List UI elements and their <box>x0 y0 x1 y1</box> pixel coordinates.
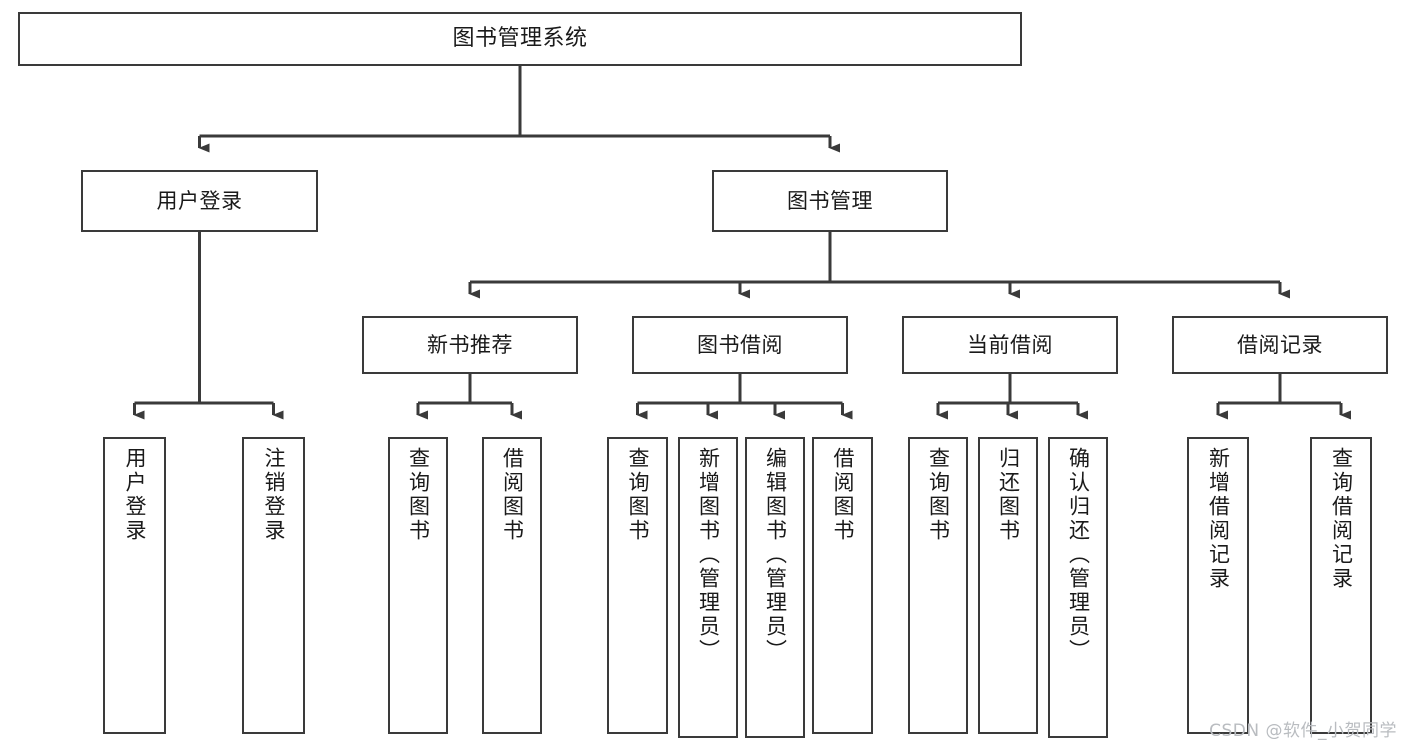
node-l_return[interactable]: 归还图书 <box>978 437 1038 734</box>
node-l_querybook1[interactable]: 查询图书 <box>388 437 448 734</box>
node-label: 注销登录 <box>262 447 286 543</box>
node-newbook[interactable]: 新书推荐 <box>362 316 578 374</box>
node-label: 查询借阅记录 <box>1329 447 1354 591</box>
node-label: 新增借阅记录 <box>1206 447 1231 591</box>
node-borrow[interactable]: 图书借阅 <box>632 316 848 374</box>
node-label: 借阅图书 <box>500 447 525 543</box>
node-l_borrowbk1[interactable]: 借阅图书 <box>482 437 542 734</box>
node-l_editbook[interactable]: 编辑图书（管理员） <box>745 437 805 738</box>
node-label: 查询图书 <box>926 447 951 543</box>
node-records[interactable]: 借阅记录 <box>1172 316 1388 374</box>
node-bookmgmt[interactable]: 图书管理 <box>712 170 948 232</box>
node-label: 查询图书 <box>406 447 431 543</box>
node-label: 图书借阅 <box>697 332 783 357</box>
node-label: 归还图书 <box>996 447 1021 543</box>
node-l_addbook[interactable]: 新增图书（管理员） <box>678 437 738 738</box>
node-label: 用户登录 <box>156 188 243 213</box>
node-label: 新增图书（管理员） <box>696 447 721 663</box>
node-current[interactable]: 当前借阅 <box>902 316 1118 374</box>
node-label: 确认归还（管理员） <box>1066 447 1091 663</box>
node-label: 借阅记录 <box>1237 332 1323 357</box>
node-root[interactable]: 图书管理系统 <box>18 12 1022 66</box>
node-label: 当前借阅 <box>967 332 1053 357</box>
node-label: 图书管理 <box>787 188 873 213</box>
node-l_queryrec[interactable]: 查询借阅记录 <box>1310 437 1372 734</box>
node-label: 图书管理系统 <box>452 26 588 52</box>
node-l_borrowbk2[interactable]: 借阅图书 <box>812 437 873 734</box>
node-l_confirm[interactable]: 确认归还（管理员） <box>1048 437 1108 738</box>
node-l_login[interactable]: 用户登录 <box>103 437 166 734</box>
node-login[interactable]: 用户登录 <box>81 170 318 232</box>
watermark-text: CSDN @软件_小贺同学 <box>1209 721 1397 741</box>
node-label: 查询图书 <box>626 447 650 543</box>
node-l_querybook3[interactable]: 查询图书 <box>908 437 968 734</box>
node-l_querybook2[interactable]: 查询图书 <box>607 437 668 734</box>
node-label: 编辑图书（管理员） <box>763 447 788 663</box>
node-label: 借阅图书 <box>831 447 855 543</box>
node-label: 新书推荐 <box>427 332 513 357</box>
node-label: 用户登录 <box>123 447 147 543</box>
node-l_addrec[interactable]: 新增借阅记录 <box>1187 437 1249 734</box>
node-l_logout[interactable]: 注销登录 <box>242 437 305 734</box>
